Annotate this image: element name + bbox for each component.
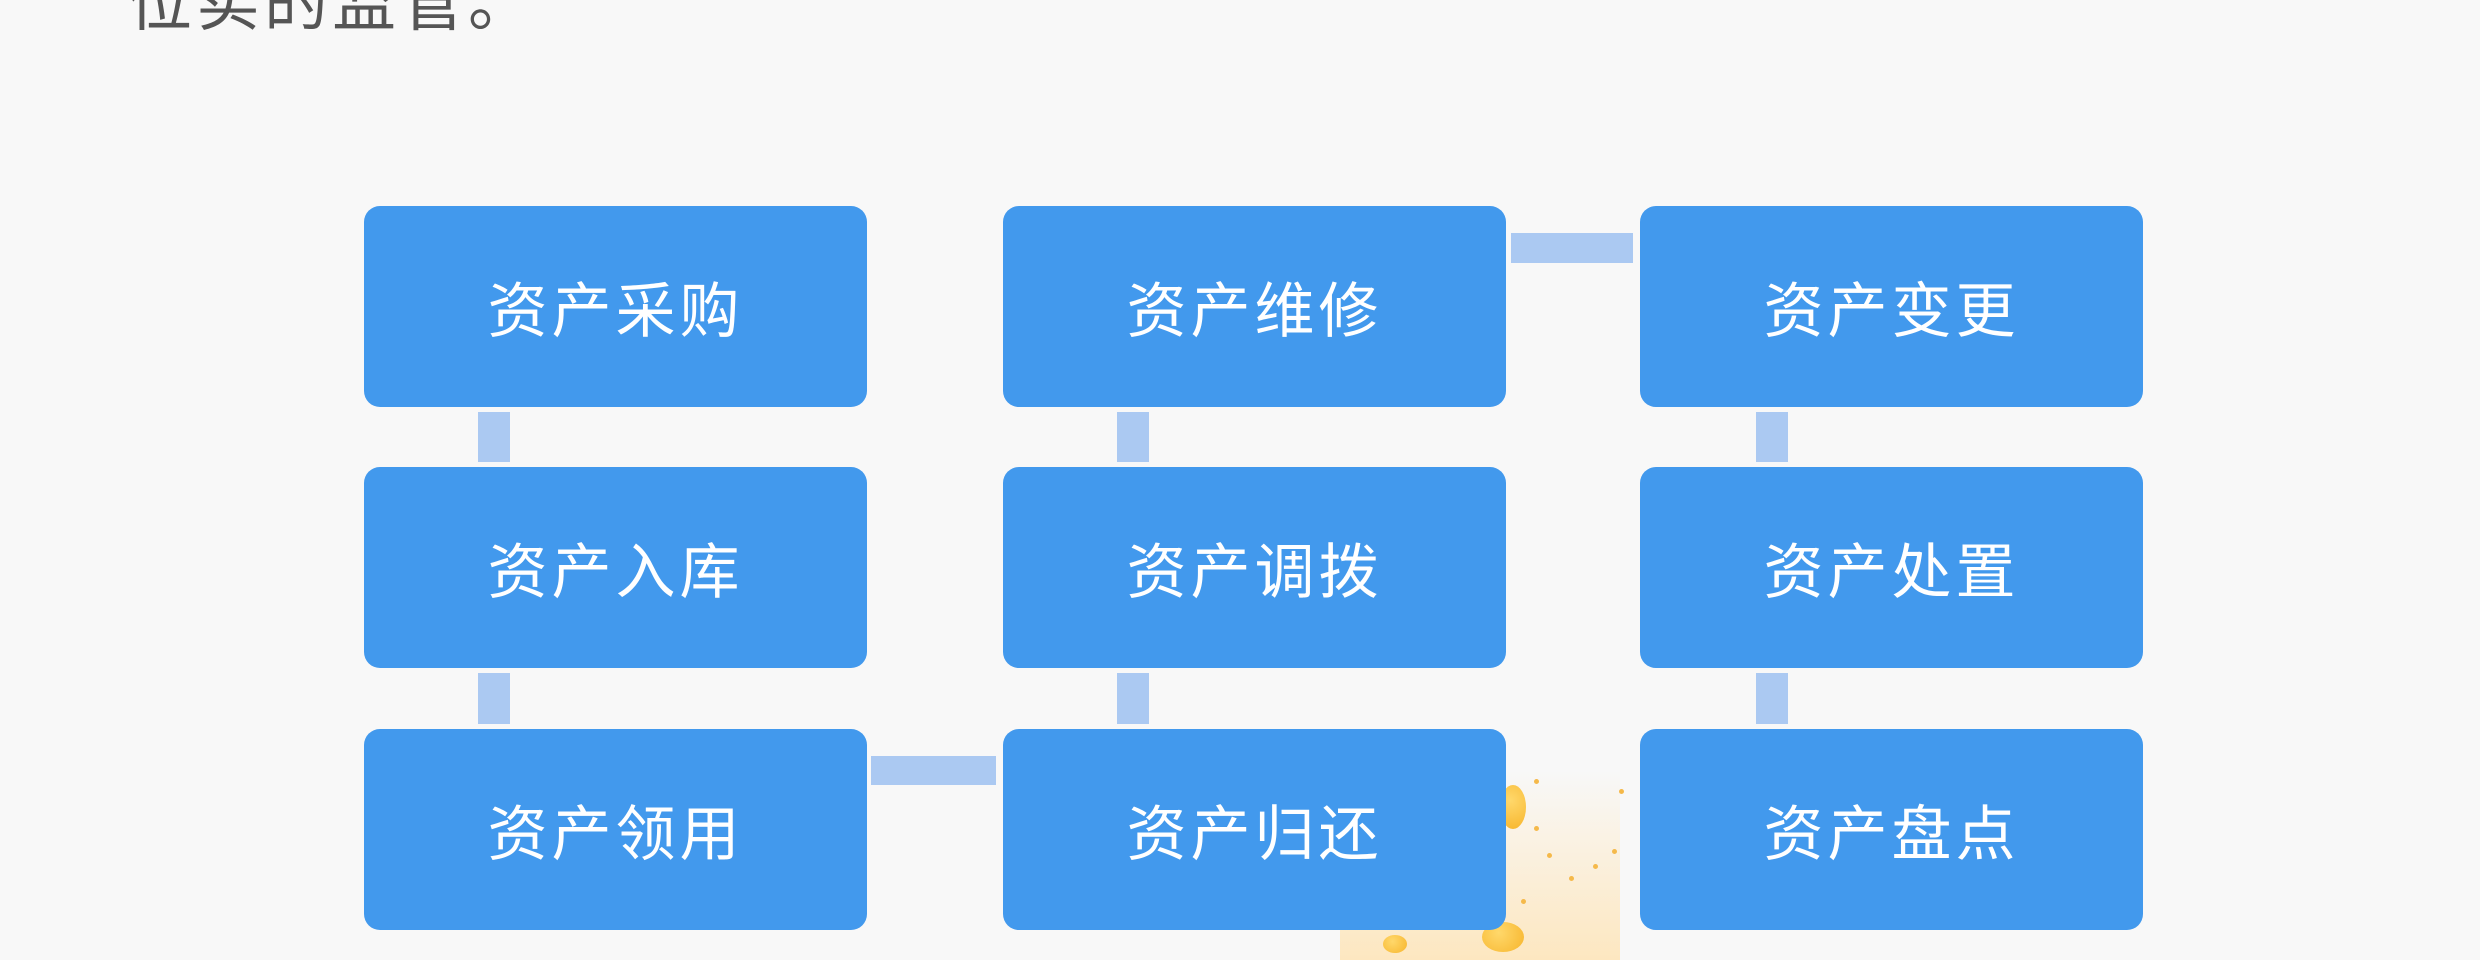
- step-asset-disposal: 资产处置: [1640, 467, 2143, 668]
- sparkle-icon: [1612, 849, 1617, 854]
- step-asset-change: 资产变更: [1640, 206, 2143, 407]
- step-asset-warehousing: 资产入库: [364, 467, 867, 668]
- step-asset-requisition: 资产领用: [364, 729, 867, 930]
- sparkle-icon: [1569, 876, 1574, 881]
- intro-text: 位实的监管。: [128, 0, 536, 41]
- step-asset-repair: 资产维修: [1003, 206, 1506, 407]
- connector: [1511, 233, 1633, 263]
- connector: [1117, 673, 1149, 724]
- connector: [478, 412, 510, 462]
- connector: [1117, 412, 1149, 462]
- sparkle-icon: [1534, 826, 1539, 831]
- sparkle-icon: [1619, 789, 1624, 794]
- connector: [1756, 673, 1788, 724]
- step-asset-inventory: 资产盘点: [1640, 729, 2143, 930]
- step-asset-purchase: 资产采购: [364, 206, 867, 407]
- connector: [871, 756, 996, 785]
- step-asset-transfer: 资产调拨: [1003, 467, 1506, 668]
- sparkle-icon: [1534, 779, 1539, 784]
- coin-icon: [1383, 935, 1407, 953]
- connector: [478, 673, 510, 724]
- sparkle-icon: [1547, 853, 1552, 858]
- connector: [1756, 412, 1788, 462]
- step-asset-return: 资产归还: [1003, 729, 1506, 930]
- sparkle-icon: [1593, 864, 1598, 869]
- sparkle-icon: [1521, 899, 1526, 904]
